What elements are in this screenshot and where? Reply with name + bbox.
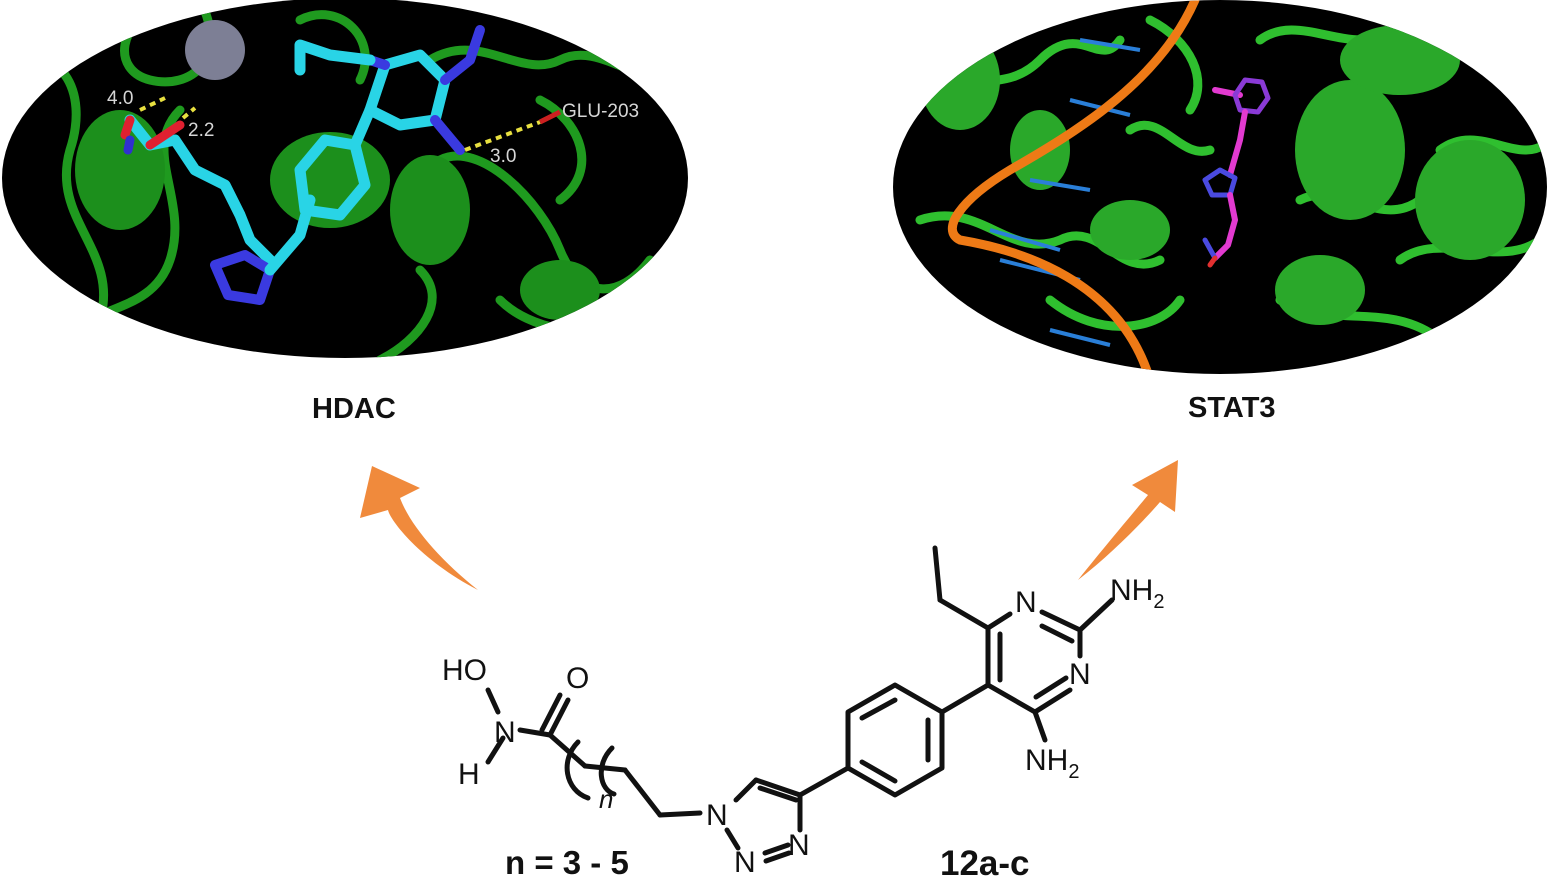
stat3-panel-content <box>895 0 1547 374</box>
repeat-range-label: n = 3 - 5 <box>505 844 629 881</box>
atom-triazole-n1: N <box>706 799 728 832</box>
hdac-docking-panel: 4.0 2.2 3.0 GLU-203 <box>2 0 688 358</box>
arrows <box>360 460 1178 590</box>
atom-labels: HO N H O n N N N N N NH2 NH2 <box>442 574 1164 879</box>
chemical-structure-bonds <box>485 545 1115 864</box>
compound-label: 12a-c <box>940 844 1030 883</box>
atom-amide-h: H <box>458 758 480 791</box>
atom-triazole-n3: N <box>788 829 810 862</box>
atom-pyrimidine-n-top: N <box>1015 586 1037 619</box>
distance-label-3: 3.0 <box>490 146 516 167</box>
hdac-label: HDAC <box>312 393 396 425</box>
distance-label-1: 4.0 <box>107 88 133 109</box>
atom-carbonyl-o: O <box>566 662 589 695</box>
atom-triazole-n2: N <box>734 846 756 879</box>
hdac-hbonds <box>139 96 541 152</box>
stat3-docking-panel <box>893 0 1547 374</box>
atom-pyrimidine-n-right: N <box>1069 658 1091 691</box>
stat3-ligand <box>1202 77 1271 268</box>
glu-residue-stick <box>538 109 562 125</box>
stat3-helix-blobs <box>920 25 1525 325</box>
repeat-subscript-n: n <box>599 784 613 814</box>
atom-nh2-bottom: NH2 <box>1025 744 1079 783</box>
arrow-to-hdac <box>360 466 478 590</box>
atom-hydroxyl: HO <box>442 654 487 687</box>
distance-label-2: 2.2 <box>188 120 214 141</box>
arrow-to-stat3 <box>1078 460 1178 580</box>
dna-backbone <box>947 0 1200 374</box>
hdac-panel-content: 4.0 2.2 3.0 GLU-203 <box>2 0 688 358</box>
stat3-label: STAT3 <box>1188 392 1276 424</box>
atom-nh2-top: NH2 <box>1110 574 1164 613</box>
atom-amide-n: N <box>494 716 516 749</box>
zinc-ion-sphere <box>185 20 245 80</box>
residue-label: GLU-203 <box>562 101 639 122</box>
hdac-ligand <box>120 25 485 305</box>
